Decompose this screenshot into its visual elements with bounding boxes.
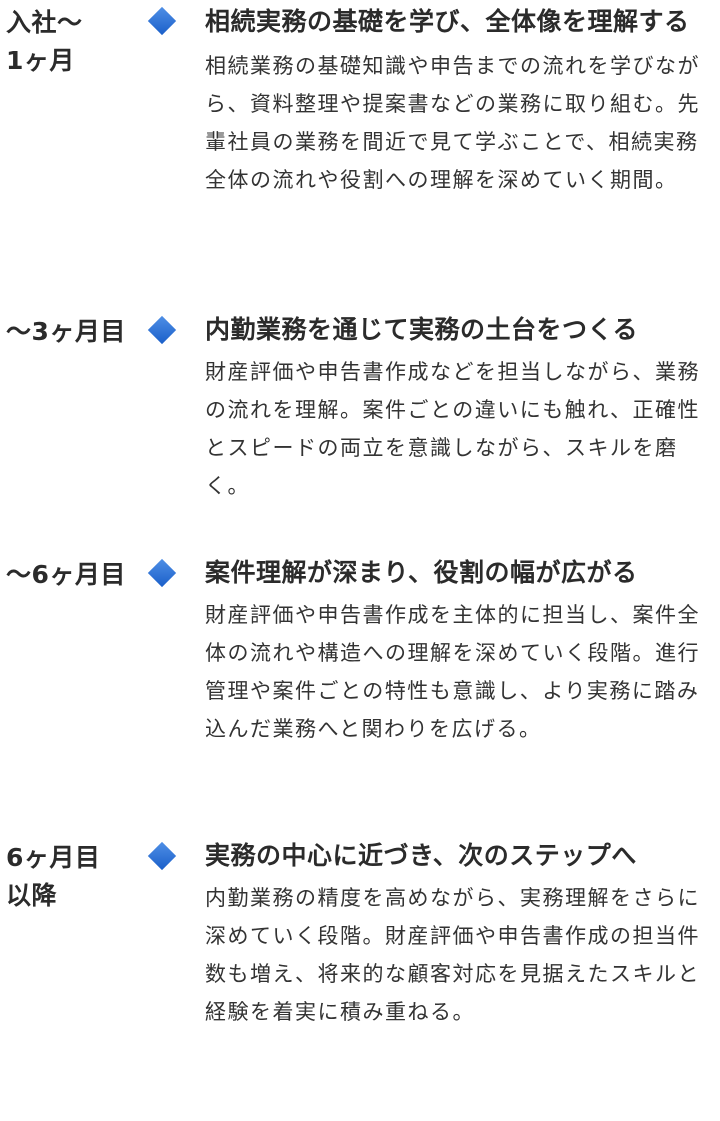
diamond-icon	[147, 841, 177, 871]
step-content: 内勤業務を通じて実務の土台をつくる 財産評価や申告書作成などを担当しながら、業務…	[205, 313, 713, 505]
diamond-icon	[147, 315, 177, 345]
step-description: 財産評価や申告書作成などを担当しながら、業務の流れを理解。案件ごとの違いにも触れ…	[205, 360, 700, 498]
step-heading: 相続実務の基礎を学び、全体像を理解する	[205, 7, 690, 36]
step-description: 財産評価や申告書作成を主体的に担当し、案件全体の流れや構造への理解を深めていく段…	[205, 603, 700, 741]
diamond-icon	[147, 6, 177, 36]
step-content: 実務の中心に近づき、次のステップへ 内勤業務の精度を高めながら、実務理解をさらに…	[205, 839, 713, 1031]
step-content: 案件理解が深まり、役割の幅が広がる 財産評価や申告書作成を主体的に担当し、案件全…	[205, 556, 713, 748]
step-period: 入社〜 1ヶ月	[6, 8, 83, 75]
step-period: 6ヶ月目 以降	[6, 843, 101, 910]
step-heading: 実務の中心に近づき、次のステップへ	[205, 841, 637, 870]
step-description: 内勤業務の精度を高めながら、実務理解をさらに深めていく段階。財産評価や申告書作成…	[205, 886, 700, 1024]
step-period: 〜3ヶ月目	[6, 317, 126, 346]
step-period: 〜6ヶ月目	[6, 560, 126, 589]
diamond-icon	[147, 558, 177, 588]
step-content: 相続実務の基礎を学び、全体像を理解する 相続業務の基礎知識や申告までの流れを学び…	[205, 4, 713, 199]
step-description: 相続業務の基礎知識や申告までの流れを学びながら、資料整理や提案書などの業務に取り…	[205, 54, 700, 192]
step-heading: 内勤業務を通じて実務の土台をつくる	[205, 315, 639, 344]
step-heading: 案件理解が深まり、役割の幅が広がる	[205, 558, 638, 587]
